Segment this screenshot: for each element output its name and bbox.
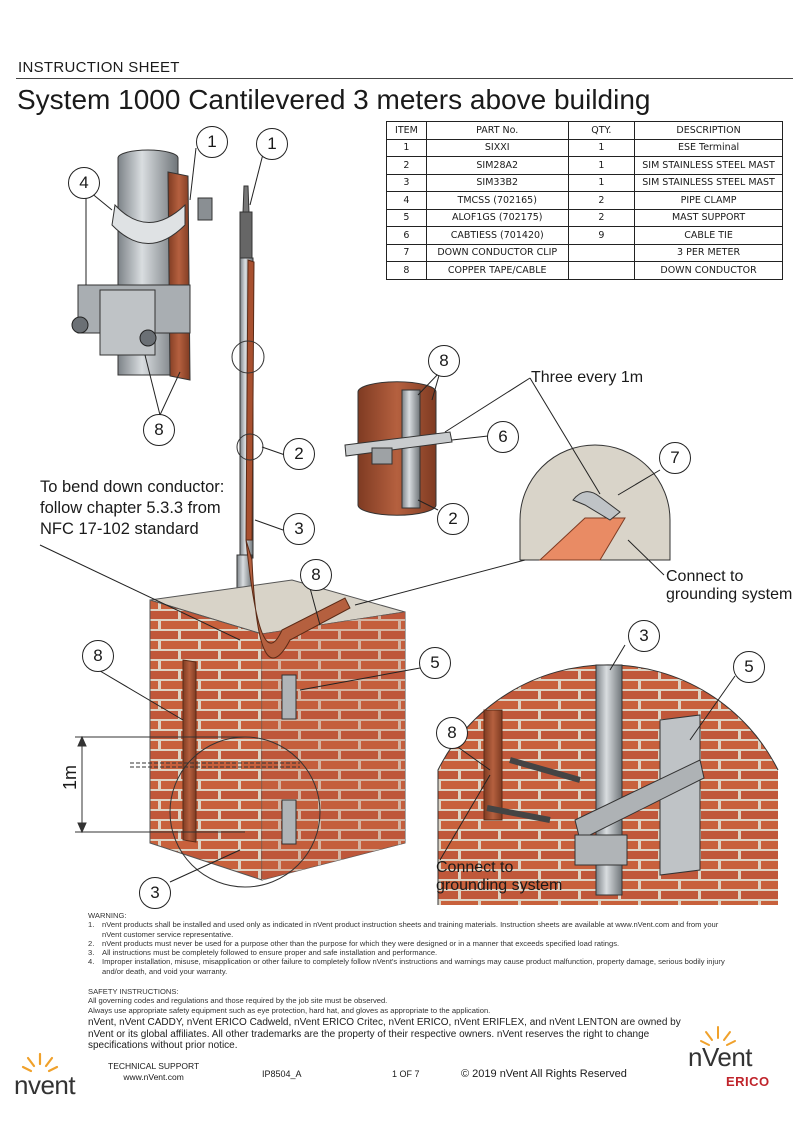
bend-note-line-3: NFC 17-102 standard [40, 520, 199, 538]
warning-item: 3.All instructions must be completely fo… [88, 948, 438, 957]
item-number-callout: 1 [256, 128, 288, 160]
safety-line: All governing codes and regulations and … [88, 996, 388, 1006]
mast-support-detail [437, 664, 779, 905]
support-url[interactable]: www.nVent.com [123, 1072, 184, 1083]
brick-building [149, 539, 406, 888]
grounding-note-upper: Connect to grounding system [666, 568, 792, 605]
cell-description: DOWN CONDUCTOR [634, 261, 783, 280]
support-label: TECHNICAL SUPPORT [108, 1061, 200, 1071]
grounding-note-lower: Connect to grounding system [436, 859, 562, 896]
trademark-notice: nVent, nVent CADDY, nVent ERICO Cadweld,… [88, 1017, 681, 1051]
safety-section: SAFETY INSTRUCTIONS: All governing codes… [88, 987, 728, 1015]
nvent-burst-icon [21, 1052, 59, 1073]
cell-qty [567, 261, 636, 280]
grounding-note-upper-line-2: grounding system [666, 586, 793, 604]
item-number-callout: 4 [68, 167, 100, 199]
clip-spacing-note: Three every 1m [531, 369, 644, 386]
warning-text: All instructions must be completely foll… [102, 948, 438, 957]
page-title: System 1000 Cantilevered 3 meters above … [17, 84, 651, 115]
item-number-callout: 8 [428, 345, 460, 377]
item-number-callout: 8 [82, 640, 114, 672]
warning-item: 2.nVent products must never be used for … [88, 938, 620, 948]
warning-text: nVent products must never be used for a … [102, 938, 620, 948]
cell-qty: 9 [567, 226, 636, 245]
bend-note-line-2: follow chapter 5.3.3 from [40, 499, 221, 517]
bend-conductor-note: To bend down conductor: follow chapter 5… [40, 477, 224, 540]
nvent-logo-left: nvent [14, 1050, 84, 1105]
warning-item: 4.Improper installation, misuse, misappl… [88, 957, 728, 976]
pipe-clamp-detail [71, 149, 213, 381]
grounding-note-lower-line-1: Connect to [436, 859, 514, 876]
document-type-label: INSTRUCTION SHEET [18, 59, 180, 76]
brand-sub-erico: ERICO [726, 1074, 770, 1089]
item-number-callout: 6 [487, 421, 519, 453]
warning-item: 1.nVent products shall be installed and … [88, 920, 728, 939]
warning-title: WARNING: [88, 911, 127, 920]
copyright-notice: © 2019 nVent All Rights Reserved [461, 1068, 627, 1080]
installation-illustration [39, 147, 779, 905]
item-number-callout: 5 [419, 647, 451, 679]
document-number: IP8504_A [262, 1069, 302, 1079]
item-number-callout: 2 [437, 503, 469, 535]
nvent-burst-icon [700, 1026, 736, 1046]
brand-wordmark-left: nvent [14, 1070, 76, 1100]
page-indicator: 1 OF 7 [392, 1069, 420, 1079]
dimension-label: 1m [60, 764, 80, 790]
grounding-note-upper-line-1: Connect to [666, 568, 744, 585]
dimension-marker [75, 735, 300, 834]
item-number-callout: 1 [196, 126, 228, 158]
cell-part-no: COPPER TAPE/CABLE [425, 261, 569, 280]
warning-text: nVent products shall be installed and us… [102, 920, 719, 939]
warning-section: WARNING: 1.nVent products shall be insta… [88, 911, 728, 976]
safety-title: SAFETY INSTRUCTIONS: [88, 987, 179, 996]
bend-note-line-1: To bend down conductor: [40, 478, 225, 496]
item-number-callout: 5 [733, 651, 765, 683]
technical-support: TECHNICAL SUPPORT www.nVent.com [108, 1061, 199, 1083]
safety-line: Always use appropriate safety equipment … [88, 1005, 491, 1015]
header-rule [16, 78, 793, 79]
cable-tie-detail [344, 381, 453, 516]
item-number-callout: 3 [139, 877, 171, 909]
item-number-callout: 2 [283, 438, 315, 470]
cell-qty: 2 [567, 191, 636, 210]
item-number-callout: 8 [436, 717, 468, 749]
leader-lines [39, 147, 736, 883]
conductor-clip-detail [519, 444, 671, 561]
item-number-callout: 8 [300, 559, 332, 591]
brand-wordmark-right: nVent [688, 1042, 753, 1072]
warning-text: Improper installation, misuse, misapplic… [102, 957, 725, 976]
item-number-callout: 7 [659, 442, 691, 474]
item-number-callout: 8 [143, 414, 175, 446]
item-number-callout: 3 [283, 513, 315, 545]
grounding-note-lower-line-2: grounding system [436, 877, 563, 895]
nvent-erico-logo: nVent ERICO [688, 1024, 788, 1094]
item-number-callout: 3 [628, 620, 660, 652]
